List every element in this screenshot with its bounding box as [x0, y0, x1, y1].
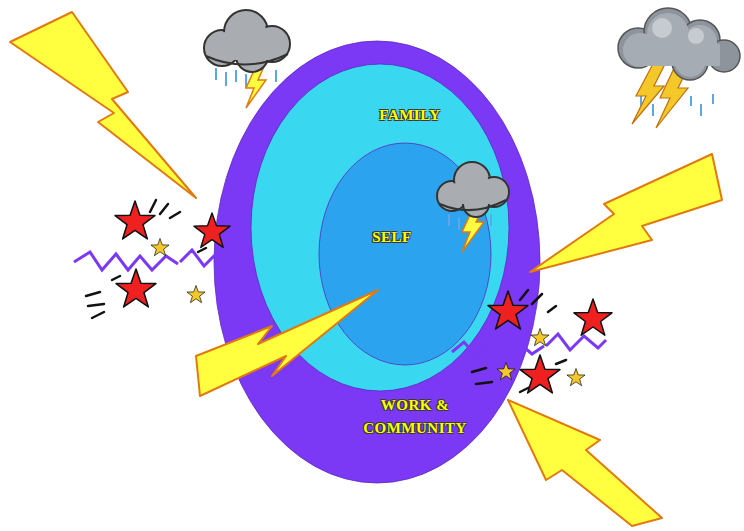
- lightning-bolt: [530, 154, 722, 272]
- storm-cloud: [618, 8, 740, 128]
- ring-label: SELF: [357, 226, 427, 249]
- lightning-bolt: [10, 12, 196, 198]
- ring-label: FAMILY: [360, 104, 460, 127]
- outer-ring: WORK & COMMUNITY FAMILY SELF: [213, 40, 541, 484]
- ring-label: WORK & COMMUNITY: [355, 394, 475, 439]
- lightning-bolt: [508, 400, 662, 526]
